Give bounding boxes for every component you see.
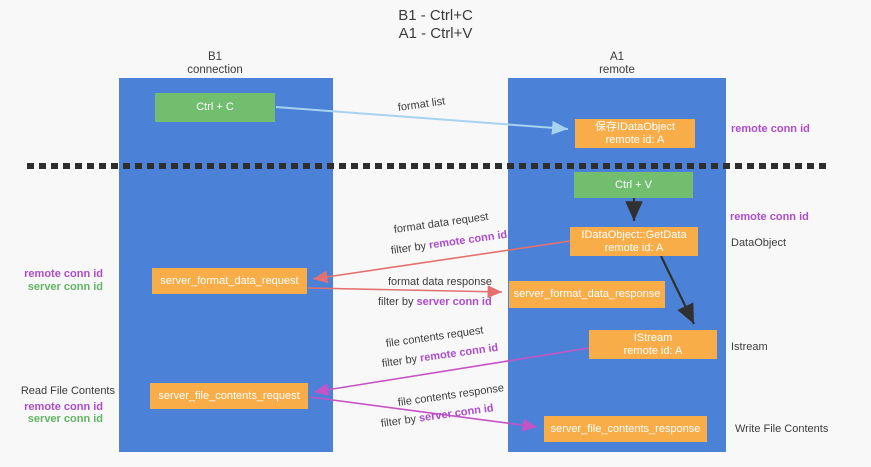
node-server-format-data-response: server_format_data_response [509,281,665,308]
right-label-remote-conn-id-2: remote conn id [730,211,809,223]
node-server-format-data-request: server_format_data_request [152,268,307,294]
lane-a1-subtitle: remote [599,64,635,76]
node-server-format-data-request-label: server_format_data_request [160,274,299,287]
node-save-idataobject: 保存IDataObject remote id: A [575,119,695,148]
lane-b1-title: B1 [207,51,223,63]
left-label-read-file-contents: Read File Contents [20,385,115,397]
edge-label-format-data-response: format data response [388,276,492,288]
node-ctrl-c: Ctrl + C [155,93,275,122]
node-ctrl-v-label: Ctrl + V [615,178,652,191]
right-label-dataobject: DataObject [731,237,787,249]
edge-label-format-list: format list [397,95,446,114]
node-istream: IStream remote id: A [589,330,717,359]
lane-a1-title: A1 [609,51,625,63]
edge-label-filter-server-1: filter by server conn id [378,296,492,309]
node-server-file-contents-request-label: server_file_contents_request [158,389,300,402]
node-istream-line1: IStream [633,331,673,344]
node-idataobject-getdata-line2: remote id: A [604,241,664,254]
diagram-title: B1 - Ctrl+C A1 - Ctrl+V [0,7,871,43]
left-label-server-conn-id-2: server conn id [27,413,103,425]
title-line-2: A1 - Ctrl+V [398,25,473,42]
node-idataobject-getdata-line1: IDataObject::GetData [581,228,687,241]
left-label-remote-conn-id-1: remote conn id [24,268,103,280]
node-server-file-contents-response: server_file_contents_response [544,416,707,442]
node-ctrl-v: Ctrl + V [574,172,693,198]
node-save-idataobject-line2: remote id: A [605,133,665,146]
server-conn-id-text: server conn id [416,296,492,308]
filter-by-text: filter by [380,412,420,430]
node-server-file-contents-response-label: server_file_contents_response [550,422,701,435]
lane-header-b1: B1 connection [160,51,270,77]
remote-conn-id-text: remote conn id [419,341,499,365]
node-server-file-contents-request: server_file_contents_request [150,383,308,409]
lane-header-a1: A1 remote [562,51,672,77]
title-line-1: B1 - Ctrl+C [398,7,473,24]
left-label-remote-conn-id-2: remote conn id [24,401,103,413]
right-label-istream: Istream [731,341,768,353]
filter-by-text: filter by [381,352,421,370]
node-ctrl-c-label: Ctrl + C [196,101,234,113]
left-label-server-conn-id-1: server conn id [27,281,103,293]
filter-by-text: filter by [390,239,430,257]
session-separator-dashed-line [27,163,830,169]
lane-b1-subtitle: connection [187,64,243,76]
filter-by-text: filter by [378,296,417,308]
edge-label-filter-server-2: filter by server conn id [380,402,494,431]
node-server-format-data-response-label: server_format_data_response [513,288,661,300]
node-save-idataobject-line1: 保存IDataObject [594,120,676,133]
node-istream-line2: remote id: A [623,344,683,357]
remote-conn-id-text: remote conn id [428,228,508,252]
node-idataobject-getdata: IDataObject::GetData remote id: A [570,227,698,256]
right-label-remote-conn-id-1: remote conn id [731,123,810,135]
right-label-write-file-contents: Write File Contents [735,423,829,435]
